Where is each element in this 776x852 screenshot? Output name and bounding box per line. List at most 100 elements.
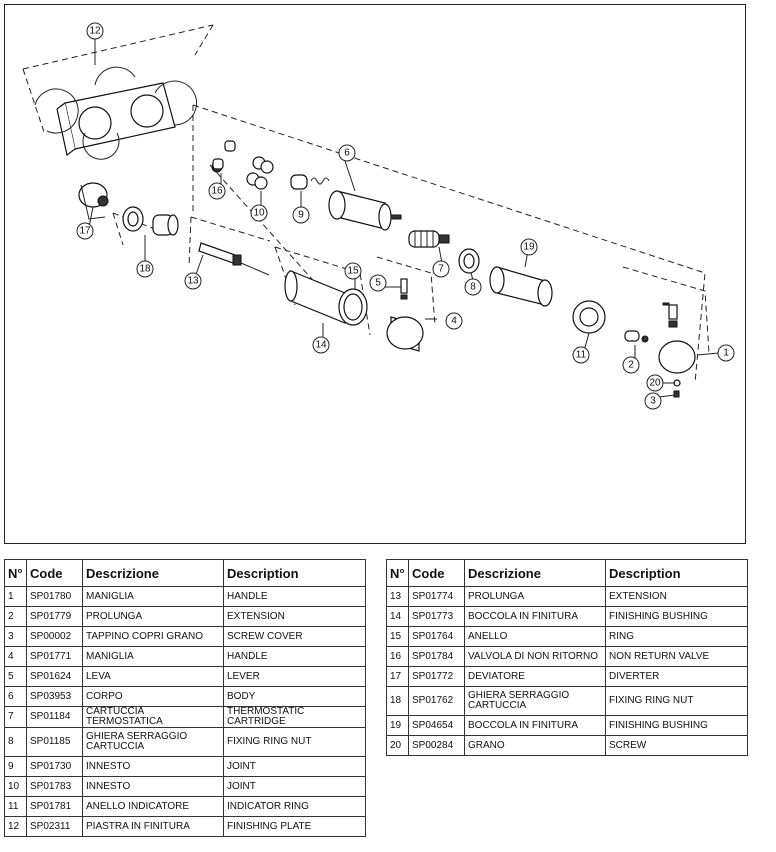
part-code: SP01780: [26, 586, 83, 607]
ring-15-drawing: [338, 288, 368, 326]
part-description: THERMOSTATIC CARTRIDGE: [223, 706, 366, 728]
group-12-outline: [22, 24, 214, 136]
part-descrizione: DEVIATORE: [464, 666, 606, 687]
svg-text:11: 11: [576, 350, 587, 361]
part-descrizione: GRANO: [464, 735, 606, 756]
header-descrizione: Descrizione: [82, 559, 224, 587]
part-description: DIVERTER: [605, 666, 748, 687]
callout-14: 14: [312, 336, 330, 354]
callout-20: 20: [646, 374, 664, 392]
part-number: 7: [4, 706, 27, 728]
handle-1-drawing: [658, 302, 696, 374]
extension-2-drawing: [624, 330, 649, 343]
svg-text:10: 10: [253, 208, 265, 219]
svg-text:14: 14: [315, 340, 327, 351]
exploded-view-drawing: 1 2 3 4 5 6 7 8 9 10 11 12 13 14 15 16 1…: [22, 22, 735, 410]
part-code: SP01781: [26, 796, 83, 817]
header-num: N°: [4, 559, 27, 587]
part-code: SP01624: [26, 666, 83, 687]
extension-13-drawing: [198, 242, 270, 276]
part-descrizione: INNESTO: [82, 776, 224, 797]
part-descrizione: VALVOLA DI NON RITORNO: [464, 646, 606, 667]
part-code: SP04654: [408, 715, 465, 736]
part-description: SCREW COVER: [223, 626, 366, 647]
group-body-outline: [192, 104, 706, 384]
part-description: FINISHING BUSHING: [605, 715, 748, 736]
part-descrizione: BOCCOLA IN FINITURA: [464, 715, 606, 736]
header-descrizione: Descrizione: [464, 559, 606, 587]
header-description: Description: [605, 559, 748, 587]
svg-text:4: 4: [451, 316, 457, 327]
lever-drawing: [400, 278, 408, 300]
exploded-view-diagram: 1 2 3 4 5 6 7 8 9 10 11 12 13 14 15 16 1…: [4, 4, 746, 544]
svg-text:5: 5: [375, 278, 381, 289]
callout-4: 4: [445, 312, 463, 330]
joint-9-drawing: [290, 174, 330, 190]
callout-7: 7: [432, 260, 450, 278]
part-number: 15: [386, 626, 409, 647]
part-descrizione: ANELLO: [464, 626, 606, 647]
part-description: FIXING RING NUT: [605, 686, 748, 716]
part-descrizione: ANELLO INDICATORE: [82, 796, 224, 817]
callout-15: 15: [344, 262, 362, 280]
callout-8: 8: [464, 278, 482, 296]
part-description: EXTENSION: [223, 606, 366, 627]
part-description: SCREW: [605, 735, 748, 756]
callout-6: 6: [338, 144, 356, 162]
svg-text:9: 9: [298, 210, 304, 221]
part-description: BODY: [223, 686, 366, 707]
fixing-ring-nut-drawing: [122, 206, 179, 236]
part-descrizione: MANIGLIA: [82, 586, 224, 607]
part-description: EXTENSION: [605, 586, 748, 607]
part-description: FINISHING PLATE: [223, 816, 366, 837]
joint-10-drawing: [246, 156, 274, 190]
part-description: JOINT: [223, 776, 366, 797]
callout-1: 1: [717, 344, 735, 362]
part-descrizione: MANIGLIA: [82, 646, 224, 667]
part-number: 10: [4, 776, 27, 797]
part-number: 17: [386, 666, 409, 687]
part-descrizione: CARTUCCIA TERMOSTATICA: [82, 706, 224, 728]
svg-text:6: 6: [344, 148, 350, 159]
part-number: 11: [4, 796, 27, 817]
callout-18: 18: [136, 260, 154, 278]
part-number: 16: [386, 646, 409, 667]
part-code: SP03953: [26, 686, 83, 707]
part-code: SP02311: [26, 816, 83, 837]
header-num: N°: [386, 559, 409, 587]
part-code: SP01730: [26, 756, 83, 777]
part-description: FINISHING BUSHING: [605, 606, 748, 627]
svg-text:16: 16: [211, 186, 223, 197]
svg-text:2: 2: [628, 360, 634, 371]
body-drawing: [328, 190, 402, 231]
fixing-ring-nut-8-drawing: [458, 248, 480, 274]
part-number: 1: [4, 586, 27, 607]
callout-11: 11: [572, 346, 590, 364]
part-description: RING: [605, 626, 748, 647]
part-descrizione: TAPPINO COPRI GRANO: [82, 626, 224, 647]
part-description: HANDLE: [223, 586, 366, 607]
part-code: SP00002: [26, 626, 83, 647]
finishing-plate-drawing: [34, 66, 198, 160]
part-description: LEVER: [223, 666, 366, 687]
svg-text:18: 18: [139, 264, 151, 275]
part-code: SP01779: [26, 606, 83, 627]
part-number: 9: [4, 756, 27, 777]
part-code: SP01764: [408, 626, 465, 647]
part-code: SP01762: [408, 686, 465, 716]
group-13-outline: [188, 216, 271, 268]
part-number: 13: [386, 586, 409, 607]
part-descrizione: PROLUNGA: [464, 586, 606, 607]
svg-text:20: 20: [649, 378, 661, 389]
